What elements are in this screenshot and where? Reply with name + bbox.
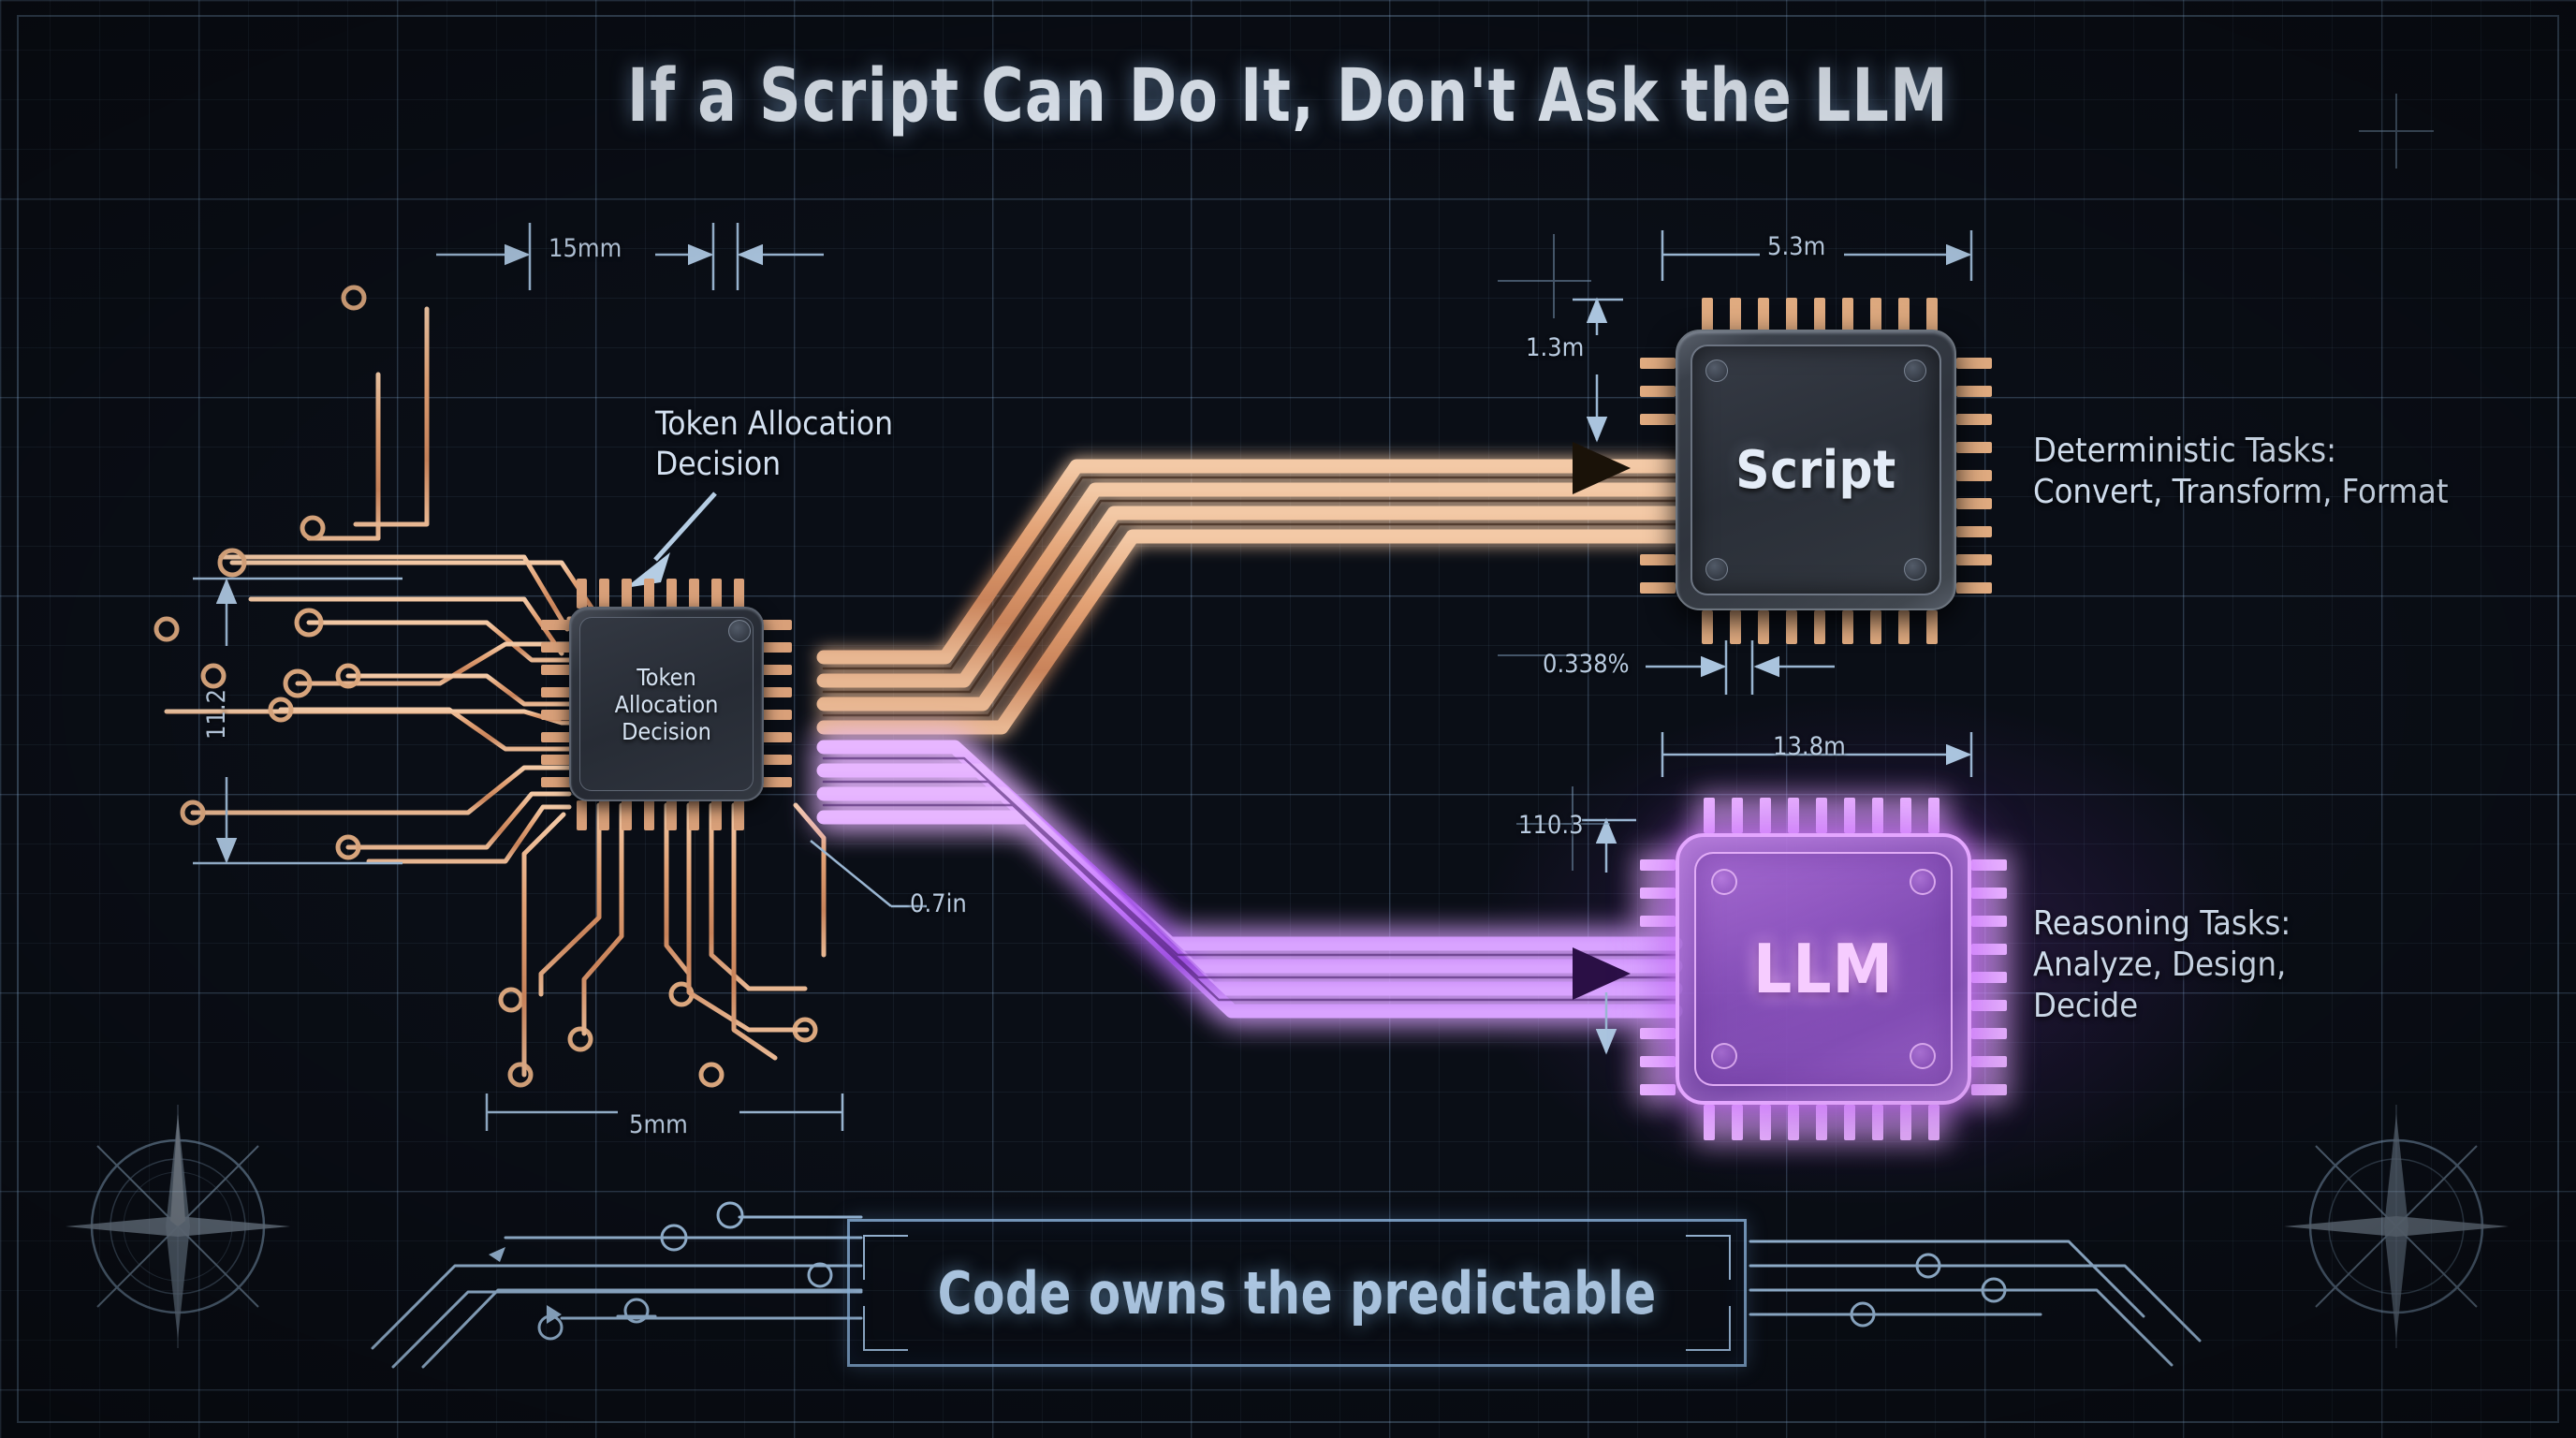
dimension-script-height: 1.3m — [1526, 333, 1585, 362]
pins-center-top — [577, 579, 744, 609]
chip-center-label-line3: Decision — [622, 717, 711, 745]
script-tasks-heading: Deterministic Tasks: — [2033, 432, 2336, 470]
llm-tasks-list-2: Decide — [2033, 986, 2139, 1025]
callout-token-allocation: Token Allocation Decision — [655, 404, 893, 484]
page-title: If a Script Can Do It, Don't Ask the LLM — [627, 54, 1949, 139]
chip-token-allocation-decision[interactable]: Token Allocation Decision — [569, 607, 764, 801]
callout-line1: Token Allocation — [655, 405, 894, 443]
corner-bracket-bl — [863, 1306, 908, 1351]
dimension-center-width: 5mm — [629, 1110, 688, 1139]
llm-tasks-heading: Reasoning Tasks: — [2033, 904, 2291, 943]
pins-script-right — [1956, 358, 1992, 594]
chip-llm[interactable]: LLM — [1586, 743, 2061, 1195]
llm-tasks-list-1: Analyze, Design, — [2033, 945, 2287, 984]
chip-center-label: Token Allocation Decision — [569, 607, 764, 801]
script-tasks-list: Convert, Transform, Format — [2033, 472, 2449, 511]
pins-center-right — [762, 620, 792, 787]
pins-llm-bottom — [1704, 1105, 1939, 1140]
callout-line2: Decision — [655, 445, 782, 483]
compass-rose-right — [2284, 1105, 2509, 1348]
tagline-banner: Code owns the predictable — [847, 1219, 1747, 1367]
dimension-script-width: 5.3m — [1767, 232, 1826, 261]
tagline-text: Code owns the predictable — [937, 1258, 1657, 1328]
pins-center-bottom — [577, 800, 744, 830]
chip-center-label-line2: Allocation — [614, 690, 719, 718]
chip-center-label-line1: Token — [637, 663, 696, 691]
corner-bracket-br — [1686, 1306, 1731, 1351]
pins-script-top — [1702, 298, 1938, 331]
decor-circuit-bottom-left — [371, 1201, 863, 1369]
pins-script-left — [1640, 358, 1676, 594]
dimension-gap: 0.338% — [1543, 650, 1630, 679]
chip-llm-label: LLM — [1752, 930, 1895, 1008]
pins-script-bottom — [1702, 610, 1938, 644]
annotation-deterministic-tasks: Deterministic Tasks: Convert, Transform,… — [2033, 431, 2557, 513]
purple-bundle-to-llm — [816, 740, 1683, 1019]
annotation-reasoning-tasks: Reasoning Tasks: Analyze, Design, Decide — [2033, 903, 2426, 1027]
copper-traces-left — [164, 306, 602, 864]
compass-rose-left — [66, 1105, 290, 1348]
dimension-lead-length: 0.7in — [910, 889, 967, 918]
corner-bracket-tr — [1686, 1235, 1731, 1280]
callout-arrow-center — [625, 492, 717, 588]
decor-circuit-bottom-right — [1749, 1240, 2202, 1367]
dimension-center-height: 11.2 — [202, 688, 231, 740]
chip-script-label: Script — [1735, 439, 1896, 501]
pins-llm-top — [1704, 798, 1939, 833]
pins-llm-right — [1971, 859, 2007, 1095]
dimension-llm-width: 13.8m — [1773, 732, 1846, 761]
corner-bracket-tl — [863, 1235, 908, 1280]
copper-bundle-to-script — [816, 459, 1683, 735]
chip-script[interactable]: Script — [1676, 330, 1956, 610]
dimension-top-left: 15mm — [549, 234, 622, 263]
dimension-llm-height: 110.3 — [1518, 811, 1584, 840]
